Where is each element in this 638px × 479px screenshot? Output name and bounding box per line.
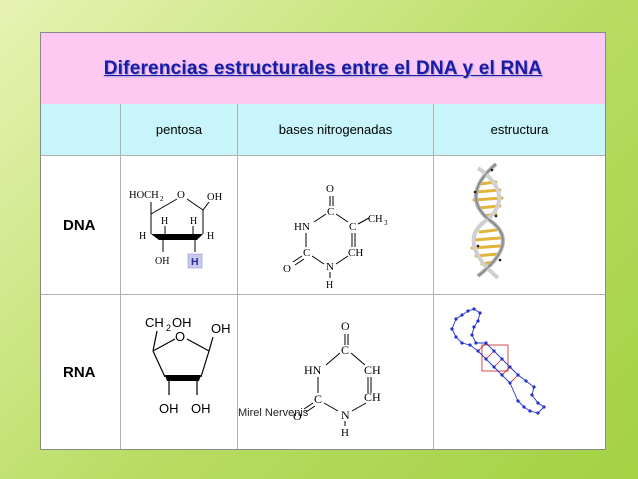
deoxyribose-structure: HOCH 2 O OH H H H H OH — [129, 189, 223, 269]
dna-sugar-h1: H — [161, 216, 168, 227]
header-bases-label: bases nitrogenadas — [278, 122, 393, 137]
rna-pentose-cell: CH 2 OH O OH OH OH — [121, 295, 238, 449]
dna-base-c-right: C — [349, 221, 356, 233]
dna-sugar-oh-bottom: OH — [155, 256, 169, 267]
comparison-grid: pentosa bases nitrogenadas estructura DN… — [41, 104, 605, 449]
rna-sugar-ring-o: O — [175, 329, 185, 344]
rna-base-cell: O C HN CH C CH O N H — [238, 295, 434, 449]
double-helix-image — [470, 162, 505, 280]
header-pentosa-label: pentosa — [155, 122, 203, 137]
dna-base-hn: HN — [294, 221, 310, 233]
rna-base-n: N — [341, 408, 350, 422]
rna-base-ch-lower: CH — [364, 390, 381, 404]
dna-base-c-top: C — [327, 206, 334, 218]
dna-sugar-h4: H — [207, 231, 214, 242]
row-label-dna: DNA — [41, 156, 121, 295]
dna-label: DNA — [63, 216, 96, 234]
row-label-rna: RNA — [41, 295, 121, 449]
rna-base-o-top: O — [341, 319, 350, 333]
dna-base-ch3: CH — [368, 214, 383, 225]
header-corner-cell — [41, 104, 121, 156]
dna-sugar-ring-o: O — [177, 189, 185, 201]
title-row: Diferencias estructurales entre el DNA y… — [41, 33, 605, 105]
dna-base-c-left: C — [303, 247, 310, 259]
rna-base-c-left: C — [314, 392, 322, 406]
dna-base-n: N — [326, 261, 334, 273]
header-pentosa: pentosa — [121, 104, 238, 156]
rna-base-hn: HN — [304, 363, 322, 377]
dna-sugar-h3: H — [139, 231, 146, 242]
dna-base-ch: CH — [348, 247, 363, 259]
author-credit: Mirel Nervenis — [238, 407, 309, 419]
rna-sugar-ch: CH — [145, 315, 164, 330]
rna-sugar-oh-b2: OH — [191, 401, 211, 416]
dna-base-o-top: O — [326, 183, 334, 195]
header-bases: bases nitrogenadas — [238, 104, 434, 156]
rna-base-o-left: O — [293, 409, 302, 423]
header-estructura: estructura — [434, 104, 605, 156]
dna-base-cell: O C HN C CH 3 C CH O — [238, 156, 434, 295]
header-estructura-label: estructura — [490, 122, 549, 137]
dna-sugar-sub: 2 — [160, 195, 164, 203]
rna-sugar-oh-tail: OH — [172, 315, 192, 330]
rna-base-h: H — [341, 427, 349, 439]
dna-pentose-cell: HOCH 2 O OH H H H H OH — [121, 156, 238, 295]
rna-label: RNA — [63, 363, 96, 381]
rna-sugar-sub: 2 — [166, 323, 171, 333]
rna-sugar-oh-b1: OH — [159, 401, 179, 416]
dna-sugar-h2: H — [190, 216, 197, 227]
rna-structure-cell — [434, 295, 605, 449]
dna-sugar-h-highlight: H — [191, 256, 199, 268]
rna-secondary-structure-diagram — [450, 307, 546, 415]
dna-structure-cell — [434, 156, 605, 295]
thymine-structure: O C HN C CH 3 C CH O — [283, 183, 388, 291]
dna-base-o-left: O — [283, 263, 291, 275]
slide-table: Diferencias estructurales entre el DNA y… — [40, 32, 606, 450]
dna-base-h: H — [326, 280, 333, 291]
rna-base-ch-right: CH — [364, 363, 381, 377]
rna-base-c-top: C — [341, 343, 349, 357]
dna-sugar-hoch: HOCH — [129, 190, 159, 201]
uracil-structure: O C HN CH C CH O N H — [293, 319, 381, 439]
ribose-structure: CH 2 OH O OH OH OH — [145, 315, 231, 416]
dna-base-ch3-sub: 3 — [384, 219, 388, 227]
rna-sugar-oh-right: OH — [211, 321, 231, 336]
dna-sugar-oh-right: OH — [207, 192, 223, 203]
slide-title: Diferencias estructurales entre el DNA y… — [103, 57, 543, 79]
